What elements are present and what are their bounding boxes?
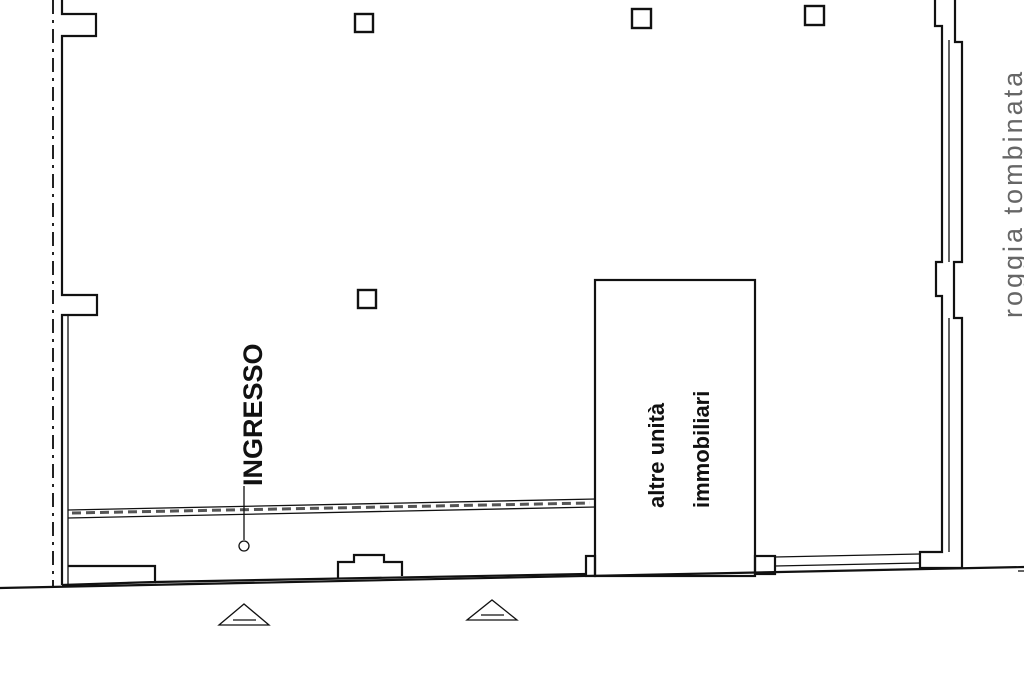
- other-units-block: [593, 278, 757, 578]
- canal-label: roggia tombinata: [998, 69, 1024, 318]
- column: [630, 7, 653, 30]
- other-units-corner-right: [753, 554, 777, 576]
- column: [356, 288, 378, 310]
- other-units-label-line2: immobiliari: [689, 391, 714, 508]
- entrance-arrow-icon: [217, 603, 271, 626]
- window-line-outer: [67, 498, 597, 511]
- street-line: [0, 565, 1024, 590]
- window-hatch: [71, 501, 591, 515]
- column: [803, 4, 826, 27]
- entrance-point-icon: [238, 540, 250, 552]
- other-units-corner-left: [584, 554, 597, 578]
- front-wall-segment: [154, 572, 587, 584]
- column: [353, 12, 375, 34]
- left-exterior-wall: [60, 0, 99, 585]
- other-units-label-line1: altre unità: [644, 402, 669, 508]
- right-window-line-outer: [774, 553, 921, 558]
- right-window-line-inner: [774, 562, 921, 567]
- entrance-arrow-icon: [465, 599, 519, 621]
- window-line-inner: [67, 506, 597, 519]
- front-wall: [61, 564, 157, 587]
- right-exterior-wall: [918, 0, 964, 570]
- entrance-label: INGRESSO: [238, 343, 268, 486]
- front-pilaster: [336, 553, 404, 578]
